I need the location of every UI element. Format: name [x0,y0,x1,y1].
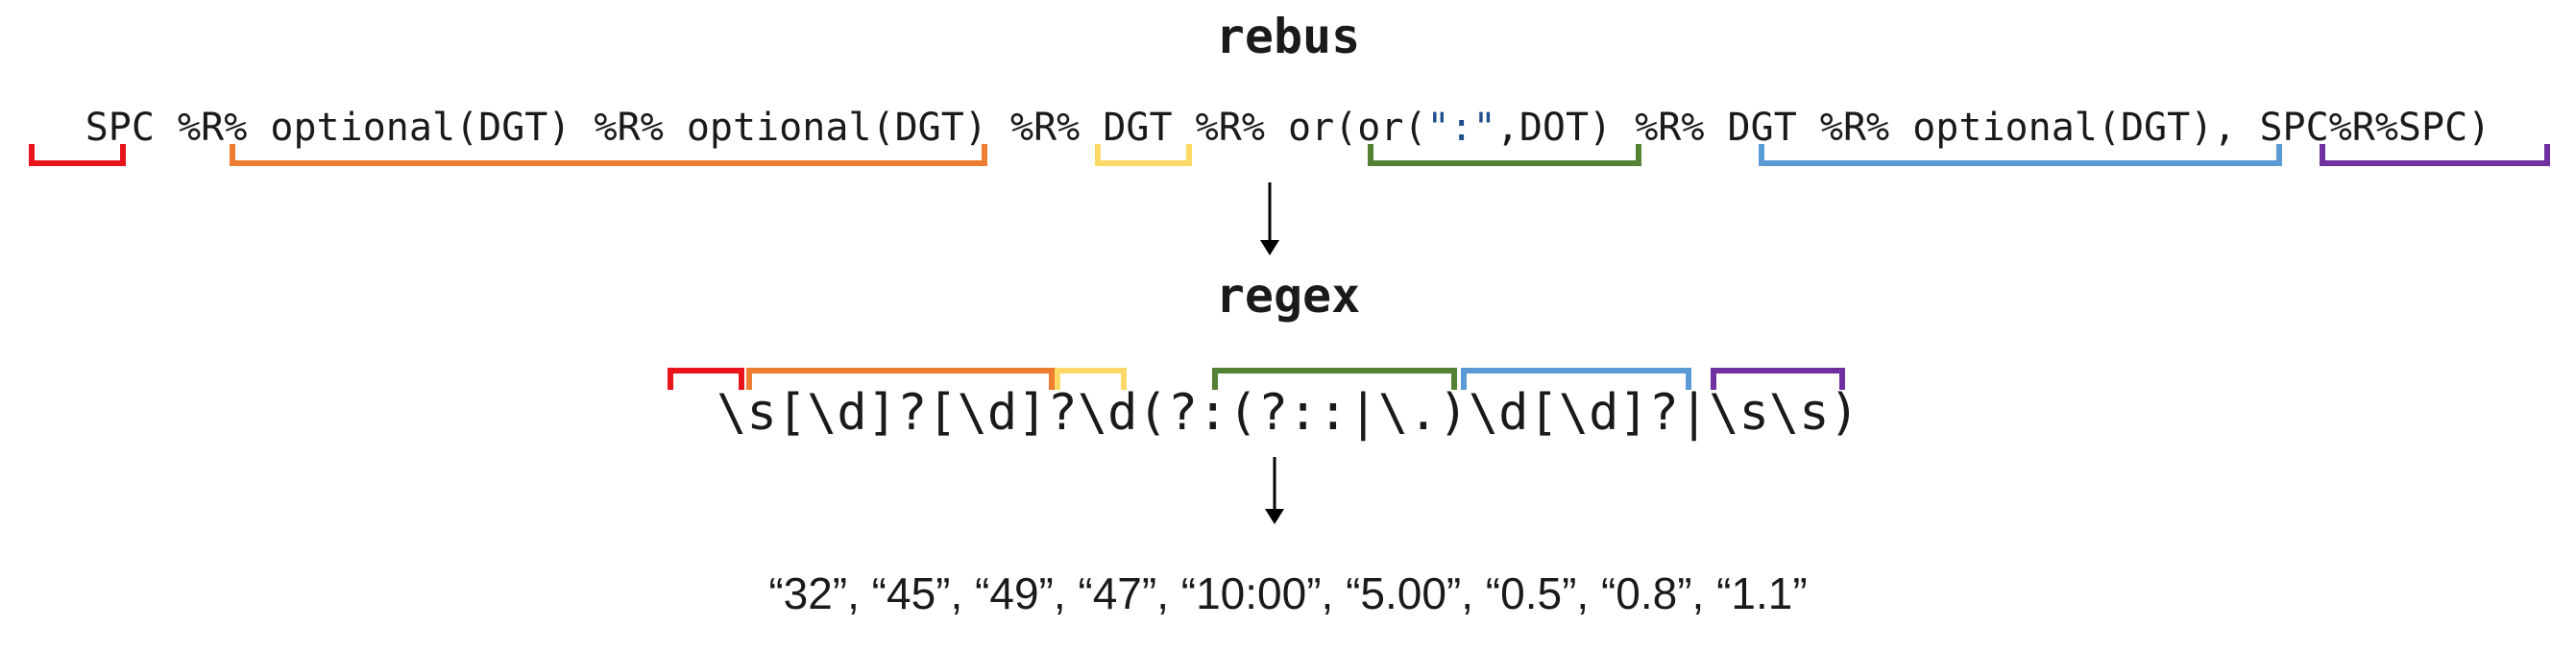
regex-bracket-blue [1461,368,1691,390]
rebus-bracket-purple [2320,144,2550,166]
rebus-expression-pre: SPC %R% optional(DGT) %R% optional(DGT) … [85,106,1427,150]
rebus-bracket-green [1368,144,1641,166]
example-matches: “32”, “45”, “49”, “47”, “10:00”, “5.00”,… [768,568,1808,618]
arrowhead-rebus-to-regex [1260,240,1279,255]
regex-bracket-green [1212,368,1457,390]
regex-title: regex [1215,268,1361,324]
regex-bracket-orange [746,368,1055,390]
rebus-bracket-blue [1759,144,2282,166]
regex-expression: \s[\d]?[\d]?\d(?:(?::|\.)\d[\d]?|\s\s) [717,384,1859,442]
rebus-bracket-red [29,144,126,166]
arrowhead-regex-to-examples [1265,509,1284,524]
regex-bracket-purple [1711,368,1845,390]
rebus-expression-post: ,DOT) %R% DGT %R% optional(DGT), SPC%R%S… [1495,106,2491,150]
rebus-expression: SPC %R% optional(DGT) %R% optional(DGT) … [0,104,2576,152]
rebus-bracket-orange [230,144,987,166]
regex-bracket-red [668,368,744,390]
rebus-bracket-yellow [1095,144,1192,166]
rebus-expression-string: ":" [1426,106,1496,150]
rebus-title: rebus [1215,9,1361,64]
regex-bracket-yellow [1055,368,1127,390]
